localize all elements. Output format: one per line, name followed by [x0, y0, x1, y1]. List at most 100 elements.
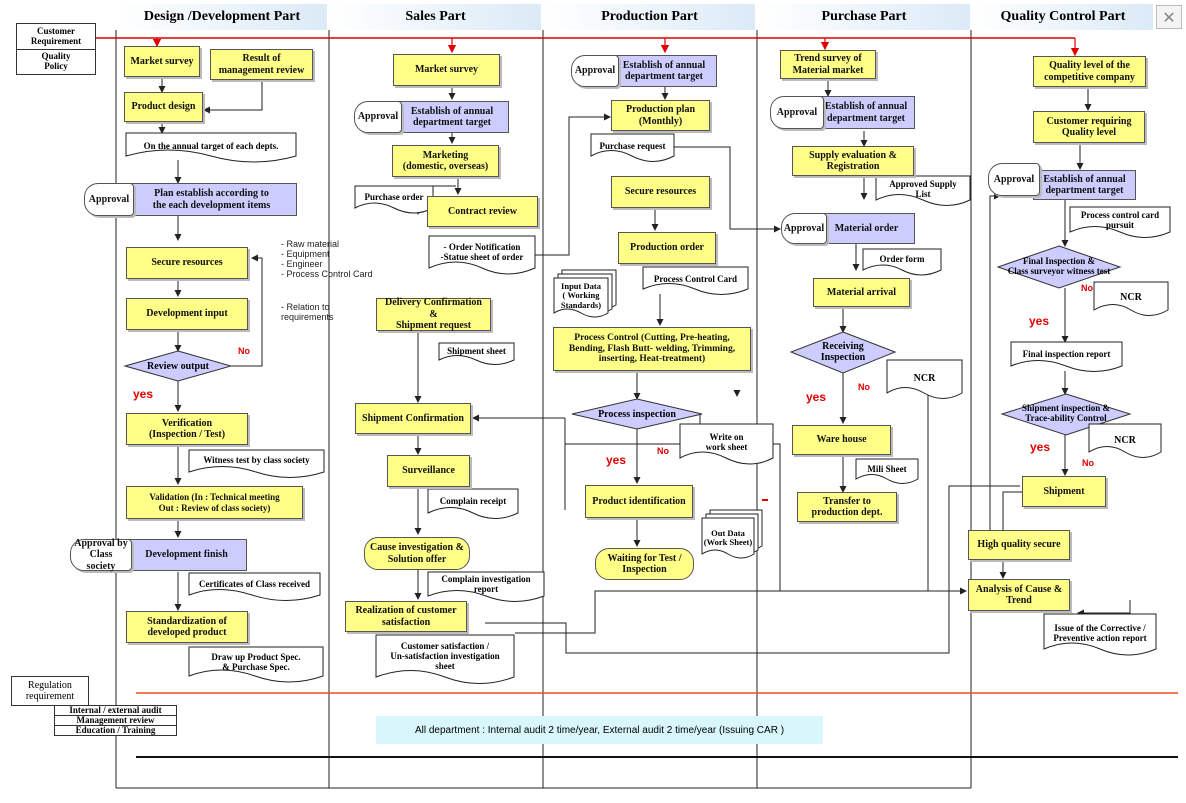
production-yes-text: yes — [606, 453, 627, 467]
sales-approval: Approval — [354, 101, 402, 133]
purchase-warehouse: Ware house — [792, 425, 891, 455]
quality-no-label: No — [1081, 283, 1093, 294]
quality-analysis-label: Analysis of Cause & Trend — [975, 583, 1063, 607]
final-inspection-diamond — [996, 245, 1122, 289]
purchase-material-arrival-label: Material arrival — [826, 286, 897, 298]
sales-realization-label: Realization of customer satisfaction — [355, 605, 457, 628]
header-quality: Quality Control Part — [973, 4, 1153, 30]
sales-delivery-confirm: Delivery Confirmation & Shipment request — [376, 297, 491, 332]
header-purchase-label: Purchase Part — [821, 9, 907, 24]
header-quality-label: Quality Control Part — [1000, 9, 1126, 24]
sales-complain-receipt: Complain receipt — [428, 492, 518, 512]
design-validation: Validation (In : Technical meeting Out :… — [126, 486, 303, 519]
sales-establish-target: Establish of annual department target — [395, 101, 509, 133]
quality-no-text: No — [1081, 283, 1093, 293]
header-sales: Sales Part — [330, 4, 541, 30]
purchase-order-form: Order form — [863, 251, 941, 269]
purchase-trend-survey-label: Trend survey of Material market — [792, 53, 864, 76]
review-output-diamond — [123, 350, 233, 382]
purchase-approved-supply: Approved Supply List — [876, 178, 970, 202]
design-development-finish-label: Development finish — [145, 549, 228, 561]
sales-realization: Realization of customer satisfaction — [345, 601, 467, 632]
quality-analysis: Analysis of Cause & Trend — [968, 579, 1070, 611]
production-process-inspection: Process inspection — [577, 406, 697, 422]
purchase-establish-target-label: Establish of annual department target — [824, 101, 908, 124]
purchase-transfer: Transfer to production dept. — [797, 492, 897, 522]
receiving-inspection-diamond — [789, 331, 897, 374]
design-plan-establish: Plan establish according to the each dev… — [126, 183, 297, 216]
production-no-label: No — [657, 446, 669, 457]
purchase-material-arrival: Material arrival — [813, 278, 910, 307]
customer-requirement-box: Customer Requirement — [16, 23, 96, 50]
sales-shipment-confirm-label: Shipment Confirmation — [362, 412, 464, 424]
design-no-label: No — [238, 346, 250, 357]
header-design: Design /Development Part — [117, 4, 327, 30]
production-secure-resources: Secure resources — [611, 176, 710, 208]
design-no-text: No — [238, 346, 250, 356]
design-certificates: Certificates of Class received — [189, 575, 320, 595]
sales-shipment-sheet-label: Shipment sheet — [447, 346, 506, 357]
purchase-trend-survey: Trend survey of Material market — [780, 50, 876, 79]
sales-delivery-confirm-label: Delivery Confirmation & Shipment request — [385, 297, 482, 332]
design-validation-label: Validation (In : Technical meeting Out :… — [149, 492, 280, 513]
production-purchase-request-label: Purchase request — [599, 140, 666, 151]
production-process-control-label: Process Control (Cutting, Pre-heating, B… — [568, 332, 736, 365]
sales-satisfaction-sheet: Customer satisfaction / Un-satisfaction … — [376, 638, 514, 676]
quality-policy-box: Quality Policy — [16, 49, 96, 75]
production-input-data-label: Input Data ( Working Standards) — [560, 280, 602, 310]
sales-market-survey: Market survey — [393, 54, 500, 86]
design-approval-label: Approval — [88, 193, 130, 205]
sales-shipment-sheet: Shipment sheet — [439, 344, 514, 360]
purchase-material-order: Material order — [818, 213, 915, 244]
review-label: Management review — [76, 714, 155, 725]
quality-shipment-inspection: Shipment inspection & Trace-ability Cont… — [1004, 402, 1128, 426]
quality-no-2-label: No — [1082, 458, 1094, 469]
sales-surveillance: Surveillance — [387, 455, 470, 487]
quality-process-card-label: Process control card pursuit — [1080, 210, 1160, 230]
production-process-control-card: Process Control Card — [643, 270, 748, 289]
quality-level: Quality level of the competitive company — [1033, 56, 1146, 87]
quality-ncr-2-label: NCR — [1114, 434, 1136, 446]
bottom-note-label: All department : Internal audit 2 time/y… — [414, 724, 785, 736]
design-yes-text: yes — [133, 387, 154, 401]
production-waiting: Waiting for Test / Inspection — [595, 548, 694, 580]
production-purchase-request: Purchase request — [591, 137, 674, 156]
purchase-ncr: NCR — [887, 366, 962, 390]
sales-marketing: Marketing (domestic, overseas) — [392, 145, 499, 177]
quality-policy-label: Quality Policy — [41, 51, 71, 71]
sales-complain-receipt-label: Complain receipt — [439, 496, 507, 507]
sales-satisfaction-sheet-label: Customer satisfaction / Un-satisfaction … — [390, 641, 500, 671]
quality-final-report: Final inspection report — [1011, 345, 1122, 365]
purchase-no-label: No — [858, 382, 870, 393]
production-establish-target: Establish of annual department target — [611, 55, 717, 87]
production-no-text: No — [657, 446, 669, 456]
header-sales-label: Sales Part — [405, 9, 466, 24]
design-standardization: Standardization of developed product — [126, 611, 248, 643]
process-inspection-diamond — [571, 398, 703, 430]
design-annual-target-doc-label: On the annual target of each depts. — [143, 141, 279, 152]
design-secure-resources: Secure resources — [126, 247, 248, 279]
purchase-no-text: No — [858, 382, 870, 392]
close-icon[interactable]: ✕ — [1156, 5, 1182, 29]
purchase-yes-text: yes — [806, 390, 827, 404]
purchase-mili-sheet-label: Mili Sheet — [867, 464, 907, 475]
quality-shipment-label: Shipment — [1043, 485, 1085, 497]
sales-purchase-order-label: Purchase order — [364, 192, 424, 203]
design-development-finish: Development finish — [126, 539, 247, 571]
design-market-survey: Market survey — [124, 46, 200, 77]
header-production: Production Part — [544, 4, 755, 30]
quality-yes-label: yes — [1029, 314, 1049, 328]
audit-label: Internal / external audit — [69, 704, 162, 715]
design-resources-notes-label: - Raw material - Equipment - Engineer - … — [281, 239, 373, 279]
design-development-input-label: Development input — [146, 308, 228, 320]
design-product-design: Product design — [124, 92, 203, 122]
quality-yes-2-text: yes — [1030, 440, 1051, 454]
purchase-supply-eval-label: Supply evaluation & Registration — [809, 149, 897, 173]
quality-no-2-text: No — [1082, 458, 1094, 468]
design-verification-label: Verification (Inspection / Test) — [148, 417, 226, 441]
design-standardization-label: Standardization of developed product — [147, 615, 227, 639]
quality-ncr: NCR — [1094, 285, 1168, 309]
sales-order-notification: - Order Notification -Statue sheet of or… — [429, 238, 535, 268]
production-order-label: Production order — [630, 242, 704, 254]
